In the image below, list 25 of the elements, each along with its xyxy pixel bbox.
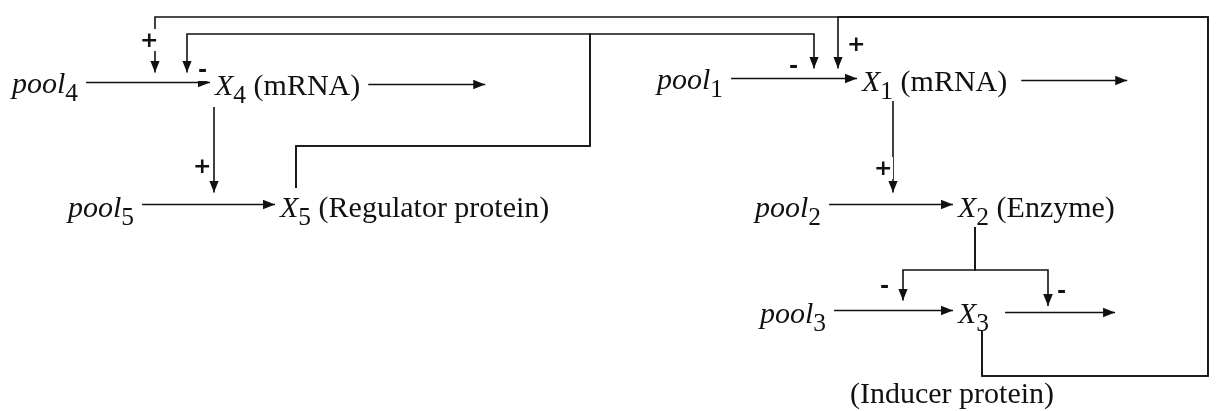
arrow: [141, 199, 276, 210]
arrow: [974, 226, 1053, 307]
variable-label: pool$_{4}$: [12, 66, 79, 99]
variable-label: X$_{2}$ (Enzyme): [958, 190, 1115, 223]
variable-label: X$_{5}$ (Regulator protein): [280, 190, 550, 223]
arrow: [295, 33, 819, 189]
arrow: [367, 79, 487, 90]
variable-label: pool$_{1}$: [657, 62, 724, 95]
variable-label: pool$_{3}$: [760, 296, 827, 329]
variable-label: X$_{4}$ (mRNA): [215, 68, 361, 101]
edge-label: +: [139, 28, 160, 51]
variable-label: X$_{3}$: [958, 296, 990, 329]
edge-label: +: [873, 156, 894, 179]
arrow: [828, 199, 954, 210]
arrow: [1004, 307, 1116, 318]
arrow: [730, 73, 858, 84]
arrow: [888, 100, 898, 194]
arrow: [209, 106, 219, 194]
arrow: [1020, 75, 1129, 86]
variable-label: pool$_{5}$: [68, 190, 135, 223]
variable-label: X$_{1}$ (mRNA): [862, 64, 1008, 97]
variable-label: pool$_{2}$: [755, 190, 822, 223]
arrow: [833, 16, 1209, 377]
arrow: [833, 305, 954, 316]
node-caption: (Inducer protein): [850, 376, 1055, 409]
